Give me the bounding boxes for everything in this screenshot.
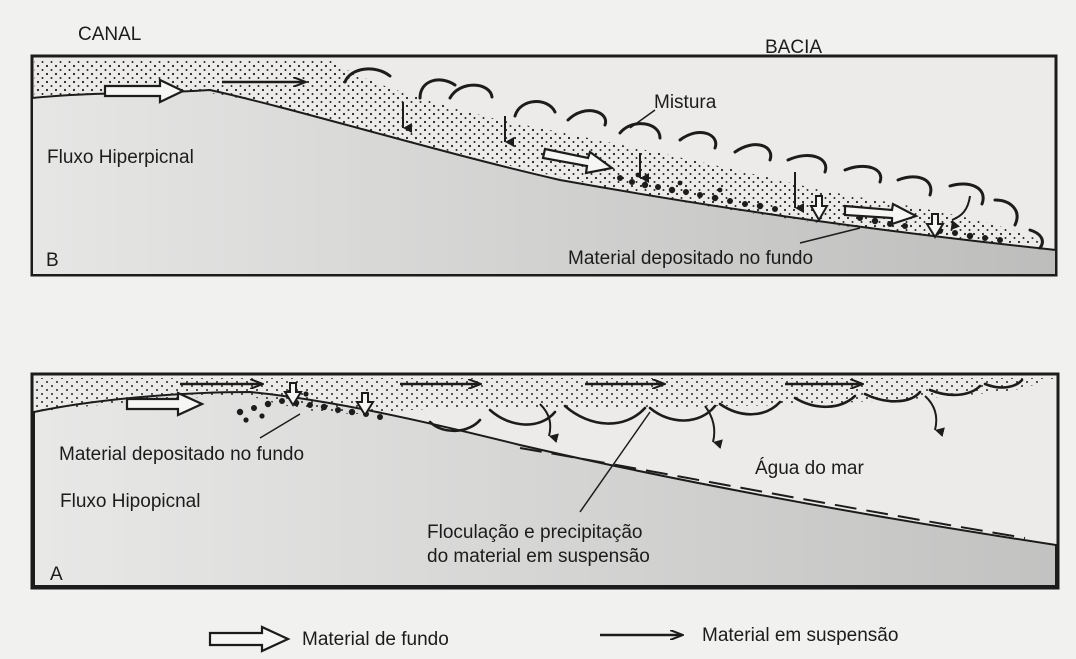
panel-b-mixing-label: Mistura — [654, 92, 717, 113]
legend-suspended-material-label: Material em suspensão — [702, 625, 898, 646]
panel-a-flocculation-line2: do material em suspensão — [427, 546, 650, 567]
legend-bottom-material-label: Material de fundo — [302, 629, 449, 650]
legend-open-arrow-icon — [210, 627, 288, 651]
legend: Material de fundo Material em suspensão — [210, 625, 898, 651]
panel-a-flocculation-line1: Floculação e precipitação — [427, 522, 642, 543]
panel-a-hypopycnal: A Material depositado no fundo Fluxo Hip… — [32, 374, 1058, 588]
panel-a-water-label: Água do mar — [755, 458, 864, 479]
panel-a-deposit-label: Material depositado no fundo — [59, 444, 304, 465]
panel-a-letter: A — [50, 564, 63, 585]
panel-b-flow-label: Fluxo Hiperpicnal — [47, 147, 194, 168]
panel-b-deposit-label: Material depositado no fundo — [568, 248, 813, 269]
panel-b-letter: B — [46, 250, 59, 271]
panel-b-hyperpycnal: B Fluxo Hiperpicnal Mistura Material dep… — [32, 56, 1056, 275]
panel-a-flow-label: Fluxo Hipopicnal — [60, 491, 200, 512]
canal-label: CANAL — [78, 24, 141, 45]
